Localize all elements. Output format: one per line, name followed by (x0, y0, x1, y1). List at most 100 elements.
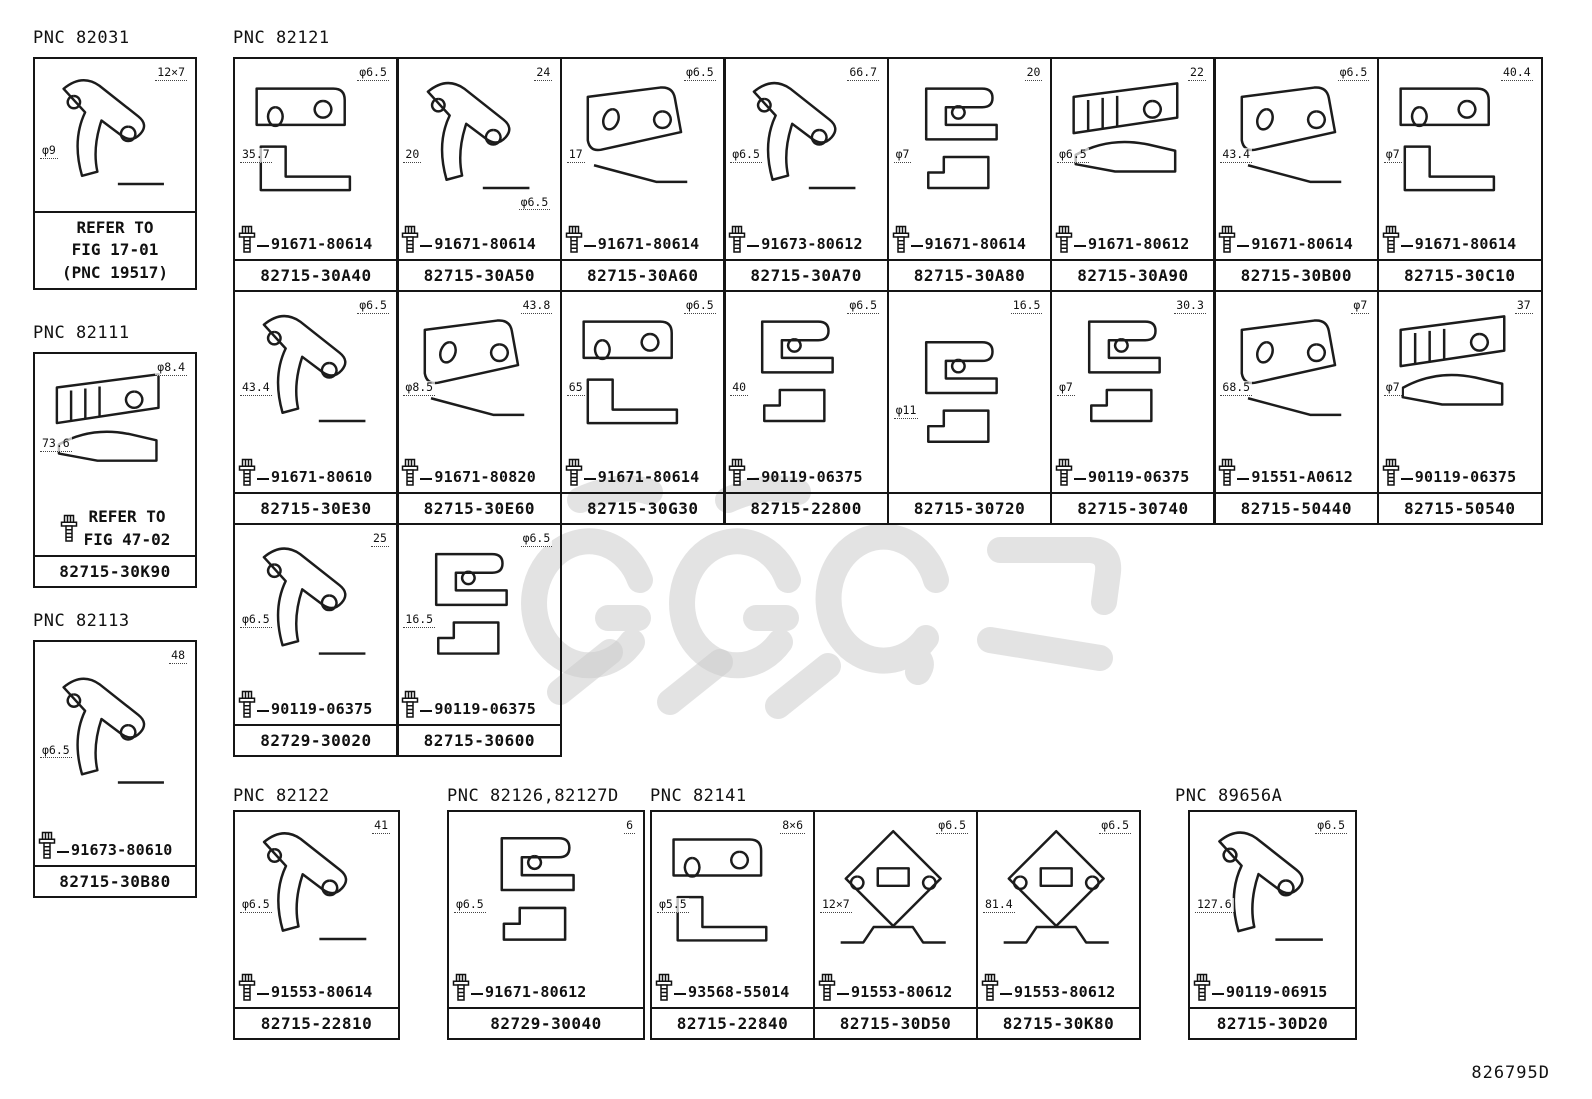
bracket-illustration (255, 87, 352, 192)
dimension-label: φ6.5 (936, 818, 968, 834)
bracket-illustration (1240, 319, 1341, 417)
bolt-leader-line (57, 851, 69, 853)
dimension-label: φ5.5 (657, 897, 689, 913)
bolt-row: 90119-06915 (1190, 966, 1355, 1007)
bolt-leader-line (471, 993, 483, 995)
part-number: 82715-22840 (652, 1007, 813, 1038)
bolt-part-number: 90119-06915 (1226, 983, 1328, 1001)
dimension-label: 12×7 (155, 65, 187, 81)
figure-code: 826795D (1471, 1063, 1550, 1083)
part-number: 82729-30020 (235, 724, 397, 755)
refer-caption-line: REFER TO (76, 217, 154, 237)
bracket-illustration (1003, 830, 1109, 944)
dimension-label: 43.4 (240, 380, 272, 396)
bolt-leader-line (583, 245, 596, 247)
bracket-illustration (500, 837, 575, 941)
part-number: 82715-50540 (1378, 492, 1541, 523)
part-number: 82715-30D50 (815, 1007, 976, 1038)
refer-caption-line: FIG 47-02 (83, 529, 171, 549)
bracket-illustration (840, 830, 946, 944)
bolt-leader-line (910, 245, 923, 247)
bracket-illustration (1399, 87, 1496, 192)
dimension-label: 65 (566, 380, 585, 396)
part-number: 82729-30040 (449, 1007, 643, 1038)
bracket-illustration (924, 341, 998, 443)
part-number: 82715-30740 (1052, 492, 1214, 523)
bracket-illustration (423, 319, 524, 417)
part-number: 82715-30B80 (35, 865, 195, 896)
bolt-part-number: 90119-06375 (761, 468, 863, 486)
bolt-icon (402, 225, 419, 253)
bolt-icon (402, 690, 419, 718)
bolt-part-number: 91553-80612 (851, 983, 953, 1001)
dimension-label: φ6.5 (683, 65, 716, 81)
bolt-icon (452, 973, 470, 1001)
part-number: 82715-30720 (888, 492, 1051, 523)
bolt-part-number: 91553-80614 (271, 983, 373, 1001)
bolt-row: 90119-06375 (398, 683, 560, 724)
bolt-row: 91671-80820 (398, 451, 560, 492)
dimension-label: φ8.5 (403, 380, 436, 396)
dimension-label: 24 (534, 65, 553, 81)
bolt-leader-line (420, 710, 433, 712)
bolt-leader-line (1074, 245, 1086, 247)
dimension-label: 16.5 (403, 612, 436, 628)
refer-caption-line: REFER TO (88, 507, 166, 527)
part-number: 82715-30A60 (561, 259, 724, 290)
bolt-icon (981, 973, 999, 1001)
bolt-part-number: 90119-06375 (1414, 468, 1517, 486)
bolt-icon (1382, 225, 1400, 253)
dimension-label: 43.4 (1220, 147, 1253, 163)
bracket-illustration (1218, 831, 1324, 941)
dimension-label: φ6.5 (847, 298, 880, 314)
bolt-icon (60, 514, 77, 542)
bolt-leader-line (1237, 245, 1250, 247)
bracket-illustration (582, 320, 679, 425)
dimension-label: φ7 (893, 147, 912, 163)
bracket-illustration (262, 547, 366, 655)
bolt-icon (1193, 973, 1211, 1001)
pnc-group-label: PNC 82121 (233, 28, 330, 48)
bolt-row: 93568-55014 (652, 966, 813, 1007)
dimension-label: φ6.5 (357, 65, 389, 81)
dimension-label: φ6.5 (1099, 818, 1131, 834)
part-number: 82715-30D20 (1190, 1007, 1355, 1038)
bolt-icon (1382, 458, 1400, 486)
part-number: 82715-30E30 (235, 492, 397, 523)
dimension-label: 30.3 (1174, 298, 1206, 314)
bolt-icon (565, 225, 583, 253)
bolt-icon (238, 458, 256, 486)
bolt-part-number: 91671-80612 (1088, 235, 1190, 253)
dimension-label: 37 (1514, 298, 1533, 314)
part-number: 82715-22800 (725, 492, 888, 523)
bolt-part-number: 91671-80614 (597, 468, 700, 486)
bracket-illustration (586, 86, 688, 184)
bolt-icon (238, 690, 256, 718)
part-number: 82715-22810 (235, 1007, 398, 1038)
dimension-label: φ6.5 (454, 897, 486, 913)
bolt-row: 91673-80612 (725, 218, 887, 259)
part-number: 82715-50440 (1215, 492, 1378, 523)
dimension-label: φ11 (893, 403, 919, 419)
bolt-row: 91671-80612 (1052, 218, 1214, 259)
bolt-leader-line (747, 245, 760, 247)
bolt-row: 91671-80614 (889, 218, 1051, 259)
bracket-illustration (55, 373, 160, 462)
bolt-part-number: 91671-80614 (1251, 235, 1353, 253)
dimension-label: 17 (566, 147, 585, 163)
